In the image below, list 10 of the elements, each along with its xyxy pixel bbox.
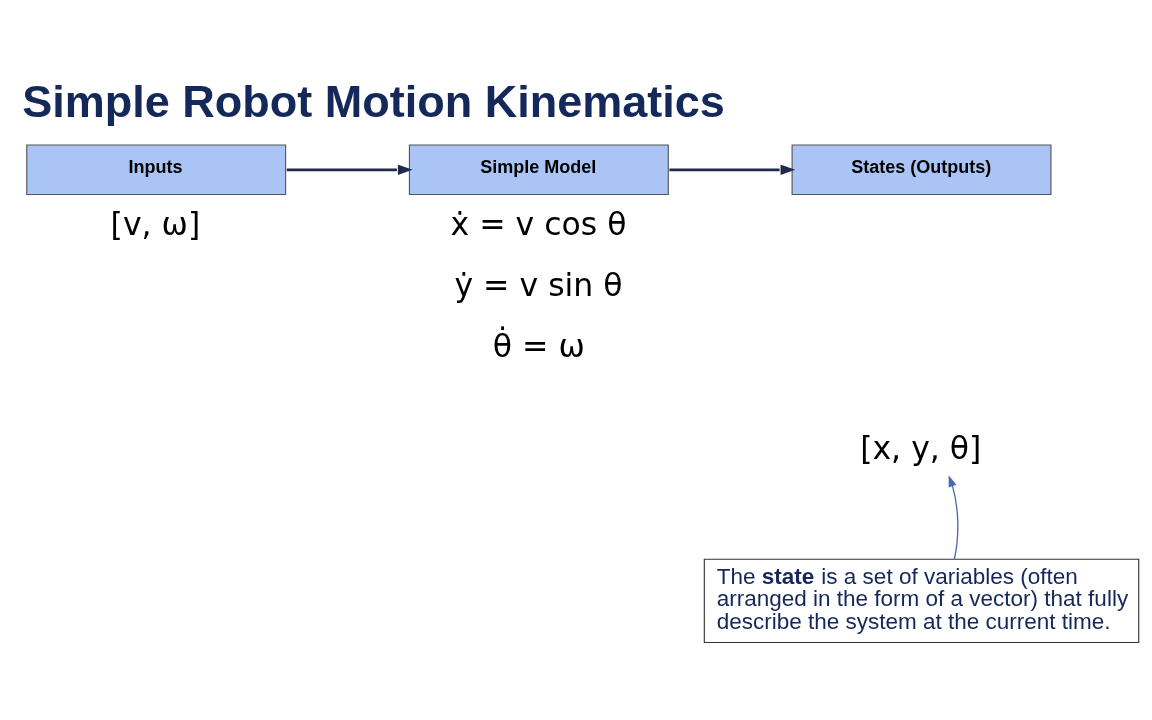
- arrow: [286, 164, 413, 175]
- node-text: [x, y, θ]: [860, 430, 982, 467]
- diagram-title: Simple Robot Motion Kinematics: [22, 75, 725, 127]
- node-label: ẋ = v cos θ: [450, 205, 627, 242]
- node-box: The state is a set of variables (often arranged in the form of a vector) that fully describe the system at the current time.: [703, 558, 1140, 644]
- node-label: [v, ω]: [110, 205, 201, 242]
- node-label: θ̇ = ω: [492, 327, 585, 364]
- arrow: [948, 475, 959, 560]
- node-label: ẏ = v sin θ: [454, 266, 623, 303]
- arrow: [669, 164, 796, 175]
